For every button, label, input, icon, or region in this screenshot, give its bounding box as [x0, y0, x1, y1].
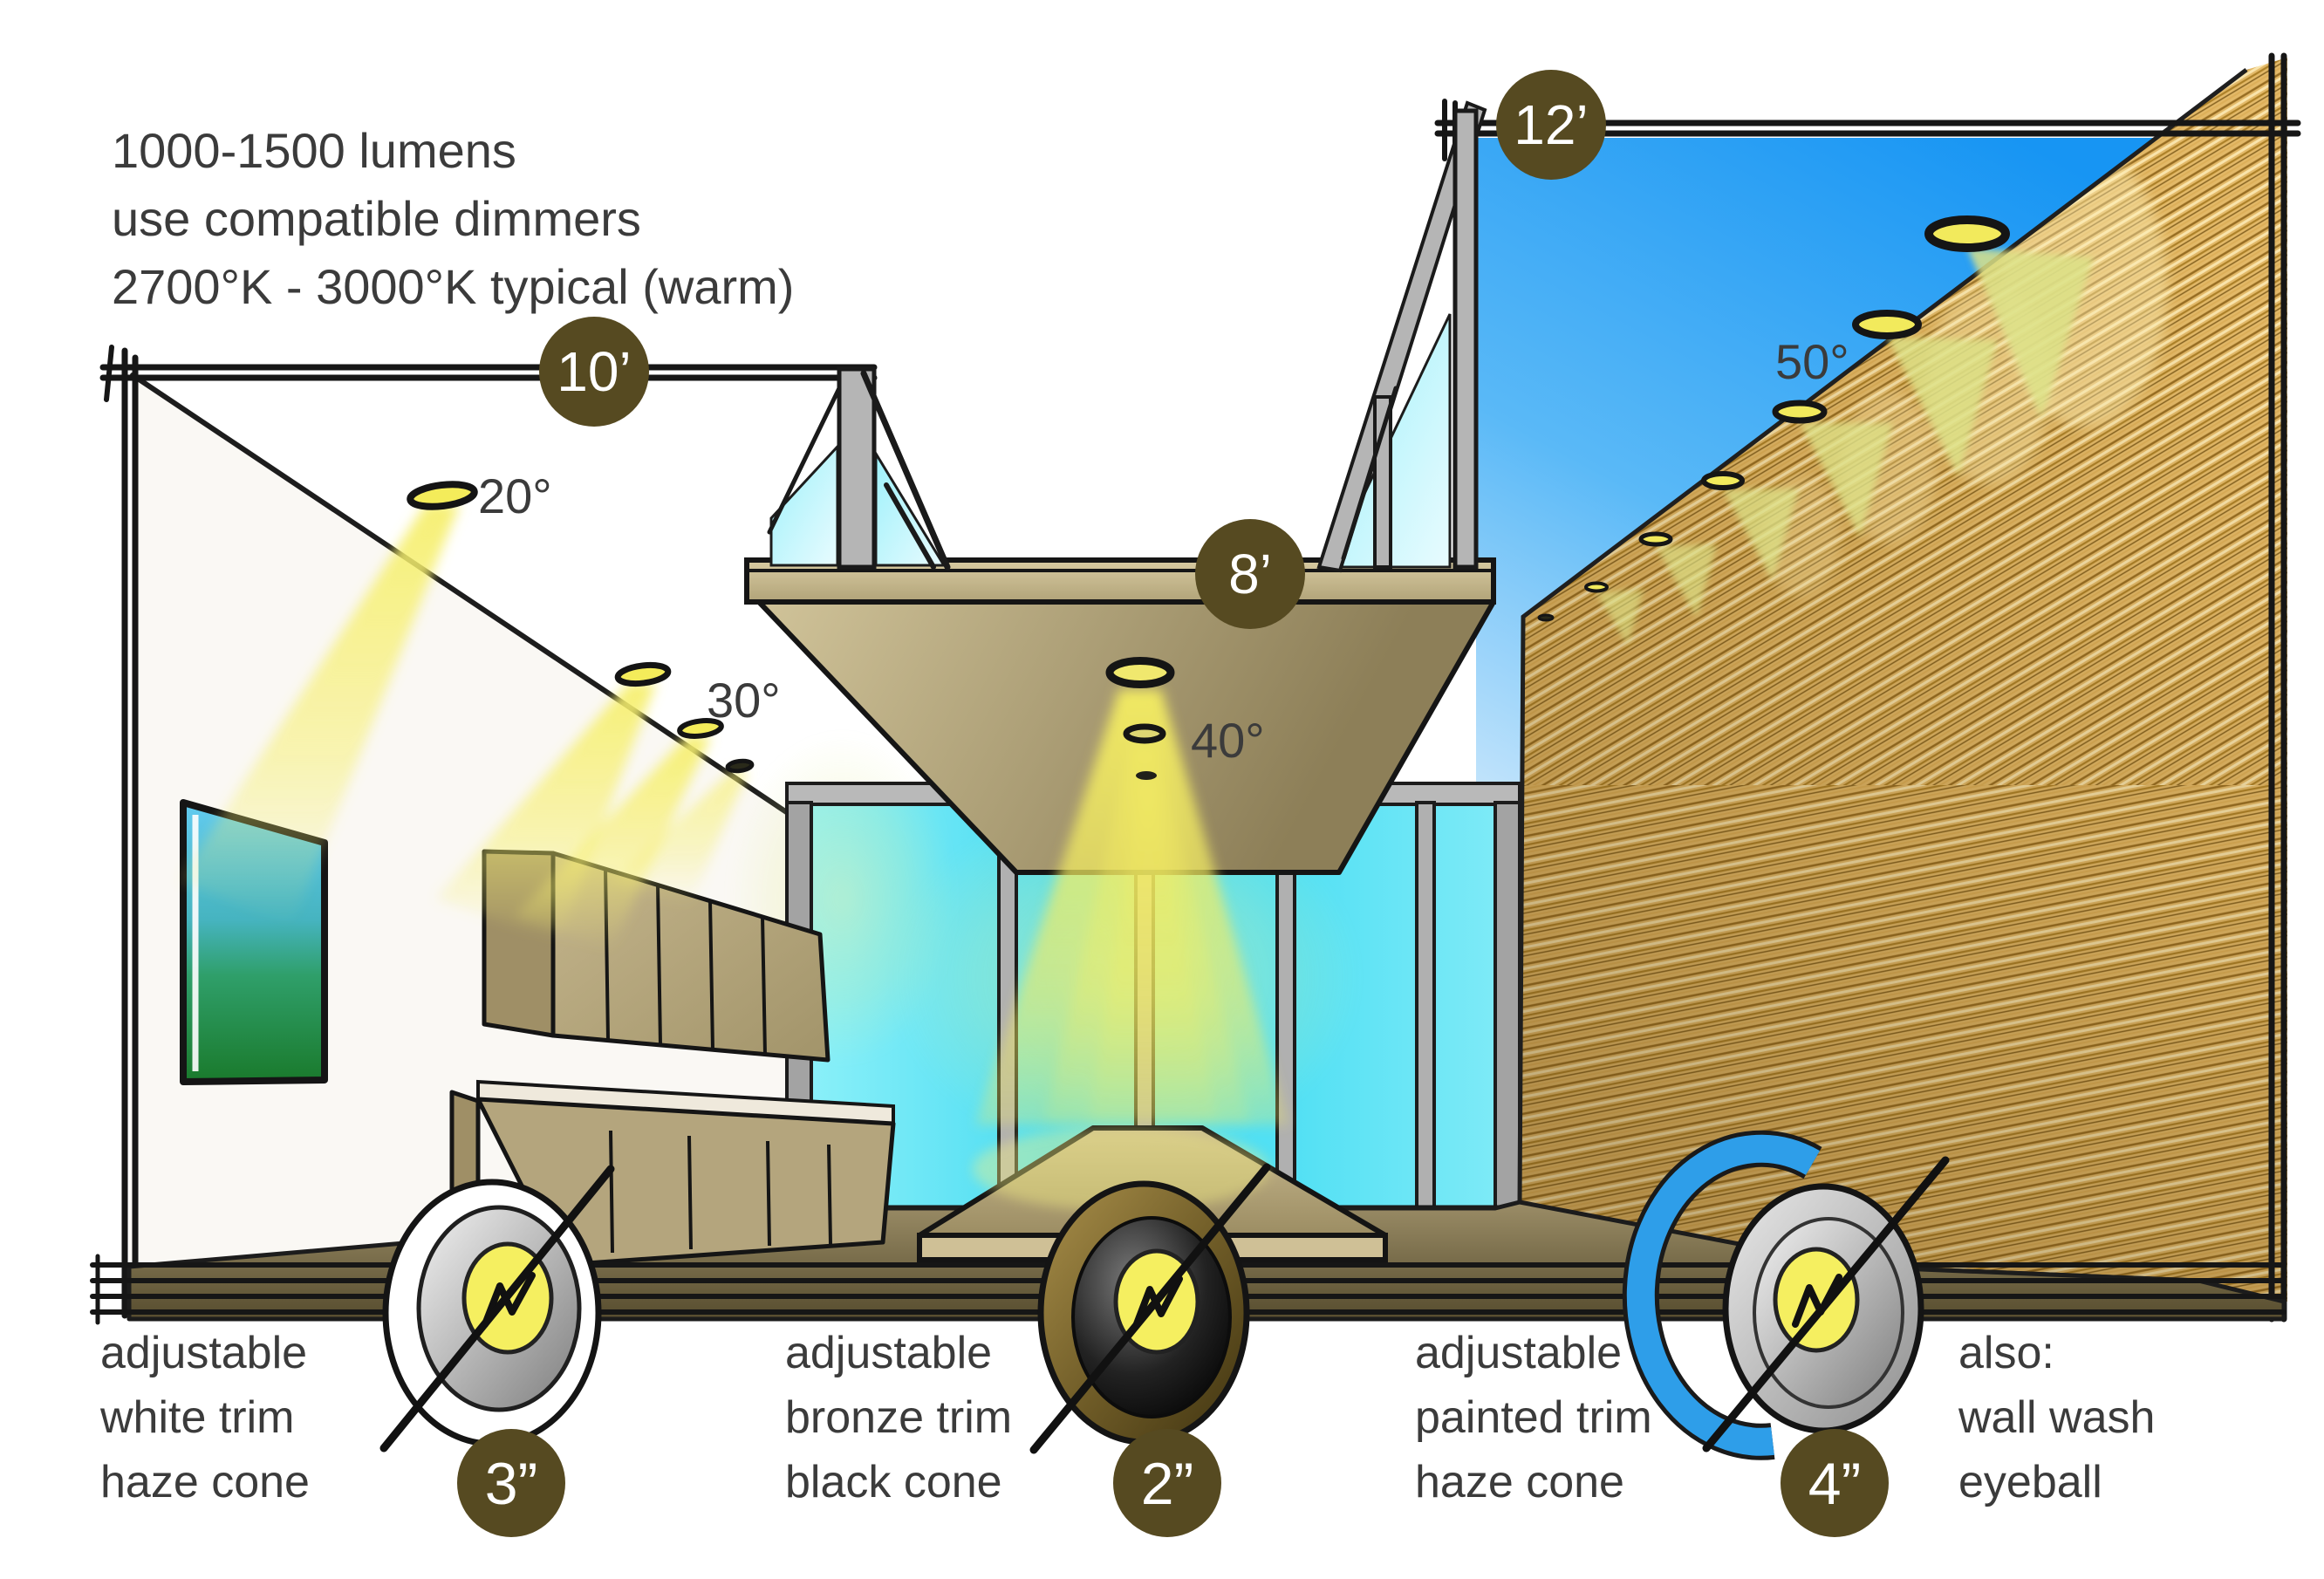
cabinet-stile: [766, 1140, 771, 1247]
door-jamb-right: [1494, 801, 1521, 1210]
badge-4in-label: 4”: [1808, 1451, 1861, 1517]
painted-ring-blue: [1626, 1134, 1820, 1456]
beam-angle-labels: 20° 30° 40° 50°: [478, 334, 1849, 768]
label-line: haze cone: [1415, 1457, 1624, 1507]
label-line: wall wash: [1958, 1392, 2155, 1443]
fixture-labels: adjustable white trim haze cone adjustab…: [99, 1328, 2155, 1507]
railing-diagonal: [1316, 100, 1487, 573]
height-badges: 10’ 8’ 12’: [539, 70, 1606, 629]
note-lumens: 1000-1500 lumens: [112, 123, 516, 178]
base-cabinets: [449, 1079, 896, 1268]
adjust-axis-line: [1029, 1163, 1271, 1454]
label-line: adjustable: [1415, 1328, 1622, 1378]
downlights-20-30: [407, 481, 755, 774]
railing-post-inner: [1373, 395, 1392, 569]
badge-8ft: [1195, 519, 1305, 629]
note-color-temp: 2700°K - 3000°K typical (warm): [112, 259, 794, 314]
railing-brace: [860, 370, 951, 571]
badge-12ft: [1496, 70, 1606, 180]
badge-10ft-label: 10’: [557, 340, 631, 403]
railing-brace: [884, 482, 936, 570]
beams-50: [1596, 248, 2094, 646]
badge-2in: [1113, 1429, 1221, 1537]
railing-left: [767, 366, 951, 571]
recessed-light-icon: [1537, 613, 1555, 622]
downlights-40: [1105, 657, 1175, 780]
recessed-light-icon: [1638, 531, 1673, 547]
badge-2in-label: 2”: [1141, 1451, 1193, 1517]
recessed-light-icon: [1701, 471, 1745, 490]
label-painted-trim: adjustable painted trim haze cone: [1415, 1328, 1652, 1507]
label-50deg: 50°: [1775, 334, 1849, 389]
trim-diagram-bronze: [1029, 1163, 1271, 1454]
railing-brace: [1341, 386, 1398, 561]
label-line: adjustable: [100, 1328, 307, 1378]
label-line: eyeball: [1958, 1457, 2102, 1507]
recessed-light-icon: [614, 661, 672, 687]
railing-right: [1316, 100, 1487, 573]
badge-12ft-label: 12’: [1514, 93, 1588, 156]
downlights-50: [1537, 215, 2010, 622]
recessed-light-icon: [725, 758, 755, 774]
beams-40: [975, 689, 1289, 1125]
cabinet-stile: [687, 1135, 693, 1250]
recessed-light-icon: [1123, 723, 1166, 744]
mullion-4: [1415, 801, 1436, 1210]
label-line: adjustable: [785, 1328, 992, 1378]
table-light-pool: [973, 1127, 1269, 1211]
label-also: also: wall wash eyeball: [1958, 1328, 2155, 1507]
recessed-light-icon: [1924, 215, 2010, 252]
size-badges: 3” 2” 4”: [457, 1429, 1889, 1537]
cabinet-stile: [609, 1130, 614, 1254]
railing-post: [837, 366, 877, 570]
adjust-axis-line: [379, 1165, 615, 1453]
cabinet-stile: [708, 899, 714, 1050]
cabinet-stile: [761, 915, 767, 1056]
railing-post: [1452, 108, 1479, 570]
badge-10ft: [539, 317, 649, 427]
end-tick: [104, 345, 114, 402]
badge-8ft-label: 8’: [1228, 543, 1272, 605]
adjust-axis-line: [1702, 1156, 1950, 1453]
spec-note: 1000-1500 lumens use compatible dimmers …: [112, 123, 794, 314]
trim-diagram-painted: [1622, 1130, 1950, 1460]
label-line: haze cone: [100, 1457, 310, 1507]
trim-diagram-white: [379, 1165, 615, 1453]
label-line: bronze trim: [785, 1392, 1012, 1443]
label-line: black cone: [785, 1457, 1002, 1507]
railing-brace: [767, 386, 842, 535]
badge-4in: [1781, 1429, 1889, 1537]
beams-20-30: [179, 502, 748, 951]
sky: [1476, 138, 2154, 1204]
recessed-light-icon: [677, 718, 724, 739]
cabinet-stile: [827, 1144, 832, 1245]
note-dimmers: use compatible dimmers: [112, 191, 641, 246]
recessed-light-icon: [1772, 400, 1828, 424]
badge-3in: [457, 1429, 565, 1537]
label-line: also:: [1958, 1328, 2054, 1378]
label-20deg: 20°: [478, 468, 552, 523]
recessed-light-icon: [1852, 310, 1922, 339]
recessed-light-icon: [1136, 771, 1157, 780]
recessed-light-icon: [1105, 657, 1175, 688]
label-30deg: 30°: [707, 673, 781, 728]
label-bronze-trim: adjustable bronze trim black cone: [785, 1328, 1012, 1507]
cabinet-stile: [656, 884, 662, 1046]
label-40deg: 40°: [1191, 713, 1265, 768]
label-line: white trim: [99, 1392, 294, 1443]
recessed-light-icon: [1584, 581, 1609, 593]
badge-3in-label: 3”: [485, 1451, 537, 1517]
label-white-trim: adjustable white trim haze cone: [99, 1328, 310, 1507]
recessed-light-icon: [407, 481, 478, 510]
label-line: painted trim: [1415, 1392, 1652, 1443]
